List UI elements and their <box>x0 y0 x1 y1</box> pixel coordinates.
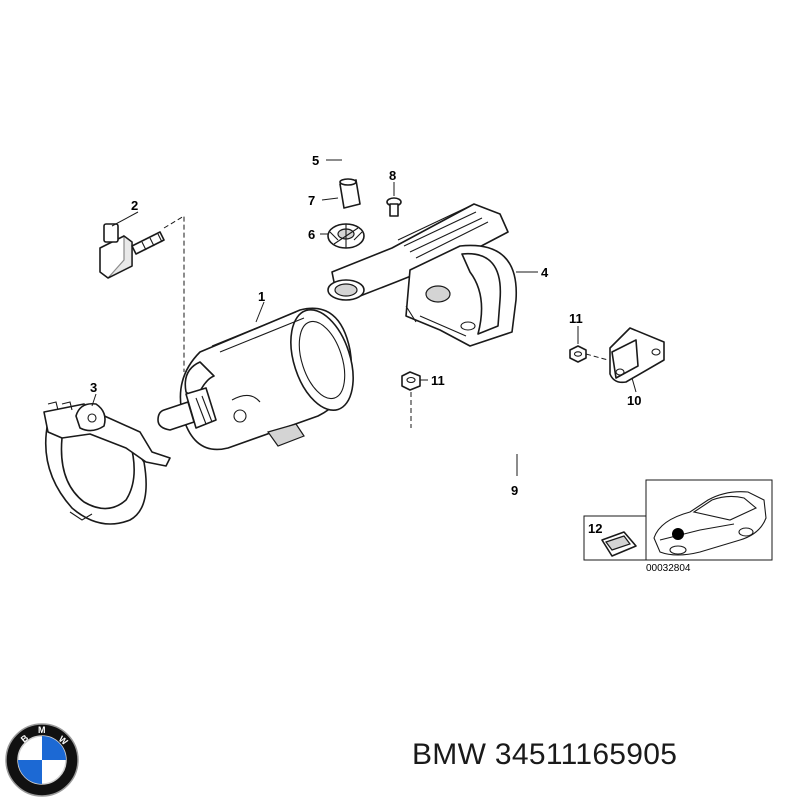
callout-4: 4 <box>541 265 549 280</box>
bmw-logo: B M W <box>5 723 79 797</box>
callout-9: 9 <box>511 483 518 498</box>
caption-brand: BMW <box>412 738 487 771</box>
part-2-assembly-line <box>163 215 185 372</box>
part-7-sleeve <box>321 178 361 209</box>
logo-letter-m: M <box>38 725 46 735</box>
callout-2: 2 <box>131 198 138 213</box>
callout-11-center: 11 <box>431 373 445 388</box>
callout-11-right: 11 <box>569 311 583 326</box>
callout-12: 12 <box>588 521 602 536</box>
callout-5: 5 <box>312 153 319 168</box>
part-11-nut-right <box>569 326 609 363</box>
callout-10: 10 <box>627 393 641 408</box>
diagram-reference-code: 00032804 <box>646 563 691 574</box>
part-10-clip <box>609 327 665 393</box>
part-8-screw <box>386 182 402 217</box>
callout-6: 6 <box>308 227 315 242</box>
caption-part-number: 34511165905 <box>494 738 678 771</box>
inset-location-panel <box>583 479 773 561</box>
callout-1: 1 <box>258 289 265 304</box>
callout-8: 8 <box>389 168 396 183</box>
location-marker <box>672 528 684 540</box>
part-2-hose-connector <box>99 211 165 279</box>
part-3-mounting-strap <box>43 393 171 525</box>
part-number-caption: BMW 34511165905 <box>412 738 677 772</box>
callout-7: 7 <box>308 193 315 208</box>
part-6-grommet <box>320 223 365 249</box>
part-4-bracket <box>327 203 538 347</box>
logo-letter-b: B <box>19 732 31 744</box>
part-1-pump-motor <box>157 301 354 451</box>
part-11-nut-center <box>401 371 428 428</box>
callout-3: 3 <box>90 380 97 395</box>
